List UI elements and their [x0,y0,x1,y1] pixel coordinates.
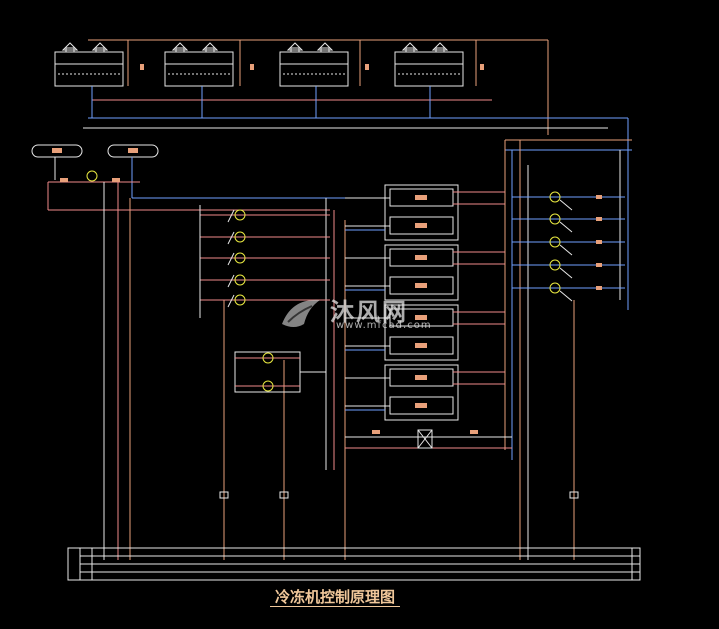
cooling-tower-4 [394,40,484,118]
condenser-pump-1 [234,209,246,221]
chilled-pump-5 [549,282,561,294]
aux-pump-2 [262,380,274,392]
riser-sensors [219,491,579,499]
chilled-pump-1 [549,191,561,203]
condenser-pumps [199,205,330,318]
chilled-pump-2 [549,213,561,225]
condenser-pump-3 [234,252,246,264]
tank-1 [31,144,83,158]
tank-2 [107,144,159,158]
watermark: 沐风网 www.mfcad.com [278,292,448,340]
chillers [345,184,505,421]
chilled-pump-3 [549,236,561,248]
cooling-tower-1 [54,40,144,118]
cooling-tower-2 [164,40,254,118]
chilled-pump-4 [549,259,561,271]
cooling-towers [54,40,484,118]
aux-pump-1 [262,352,274,364]
heat-exchanger-row [345,429,512,449]
terminal-table [67,547,641,581]
leaf-logo-icon [282,299,320,327]
watermark-brand: 沐风网 [330,298,408,326]
diagram-title: 冷冻机控制原理图 [270,588,400,607]
chilled-water-pumps [512,191,625,302]
watermark-url: www.mfcad.com [336,320,432,331]
heat-exchanger [417,429,433,449]
cooling-tower-3 [279,40,369,118]
risers [103,140,621,560]
condenser-pump-5 [234,294,246,306]
auxiliary-pumps [234,351,326,393]
condenser-pump-2 [234,231,246,243]
expansion-tanks [31,144,385,211]
condenser-pump-4 [234,274,246,286]
